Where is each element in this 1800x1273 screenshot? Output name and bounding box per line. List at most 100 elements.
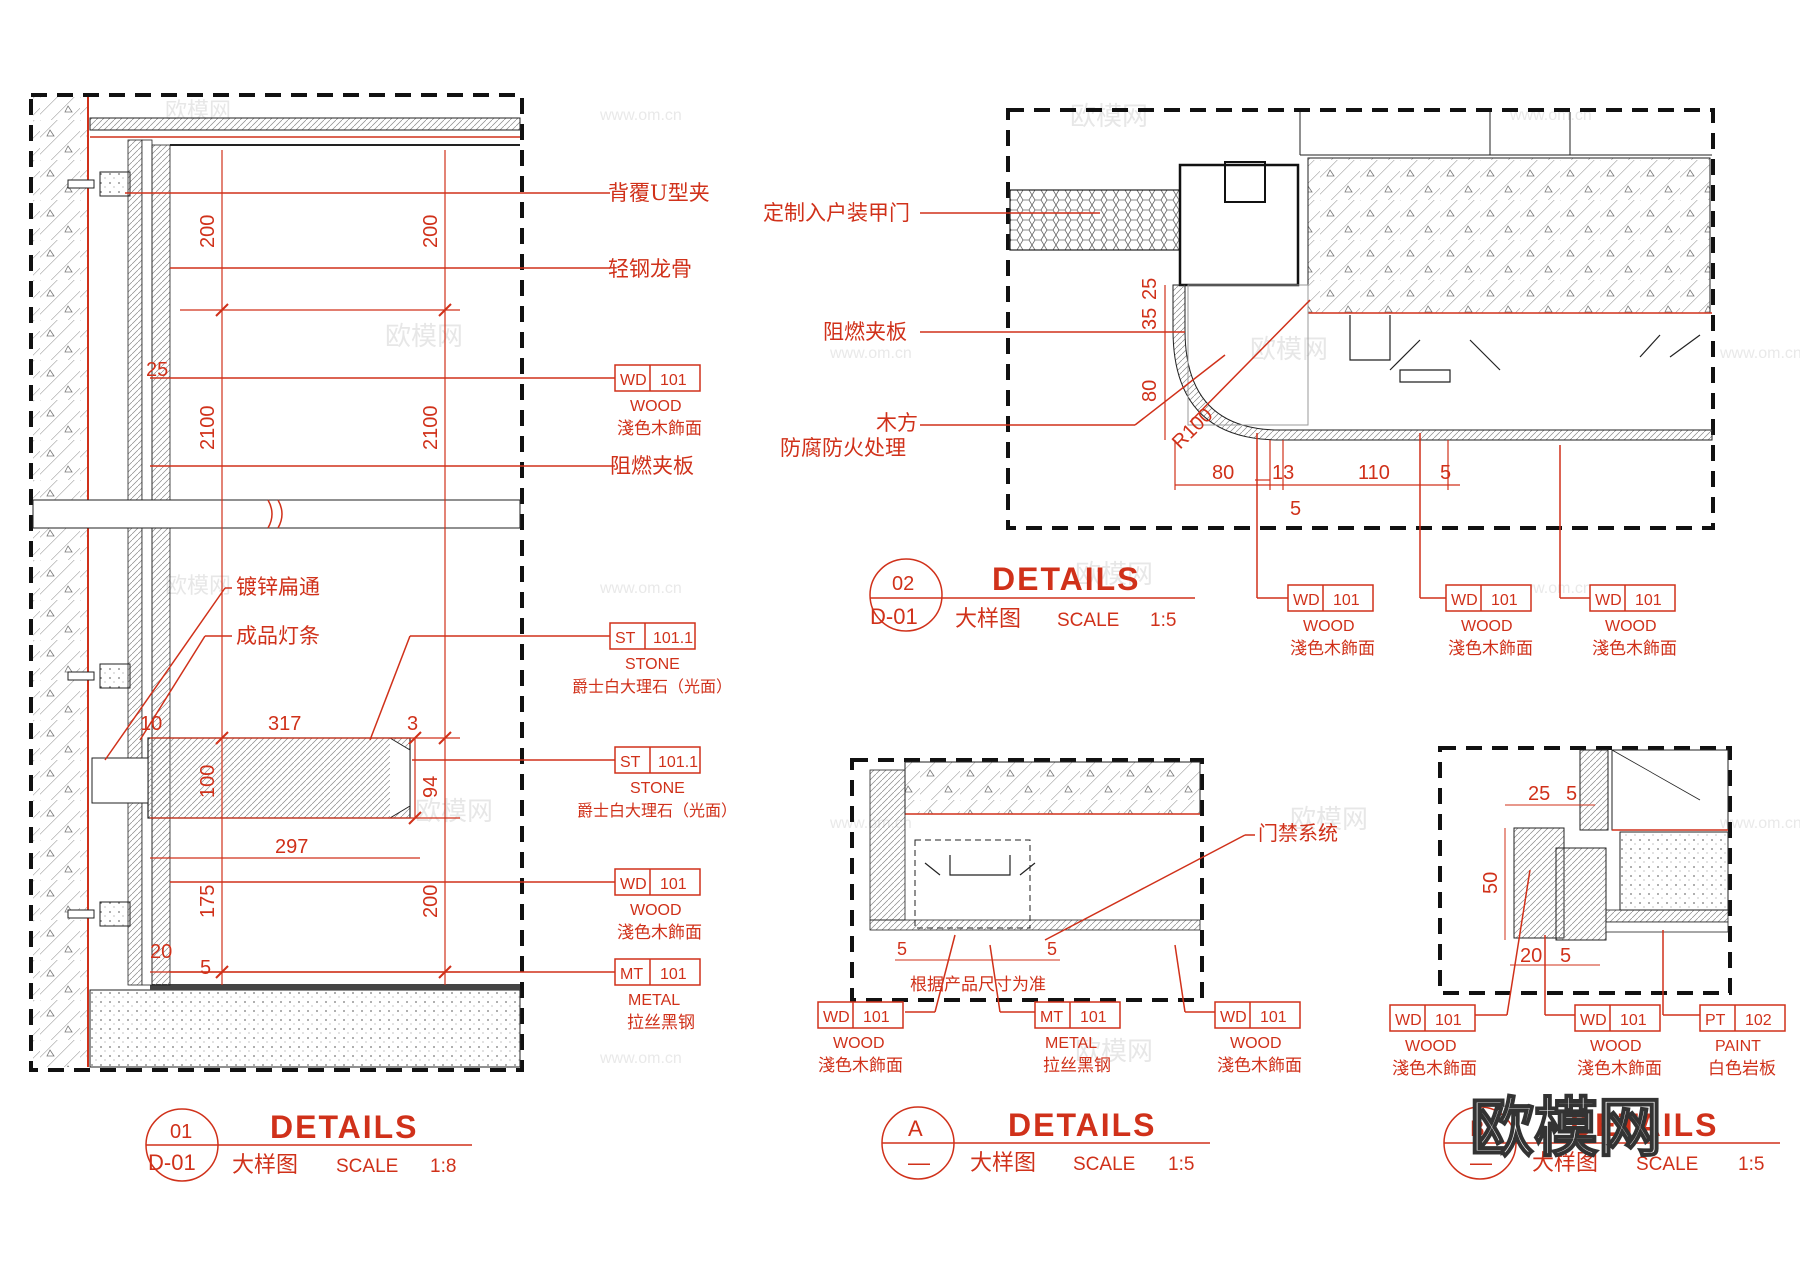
- svg-text:101: 101: [660, 876, 687, 893]
- svg-text:STONE: STONE: [625, 656, 680, 673]
- material-tag: WD 101 WOOD 淺色木飾面: [1389, 1004, 1477, 1079]
- svg-text:PT: PT: [1705, 1012, 1726, 1029]
- material-tag: WD 101 WOOD 淺色木飾面: [614, 364, 702, 439]
- svg-text:白色岩板: 白色岩板: [1708, 1059, 1776, 1079]
- watermark-brand: 欧模网: [1250, 335, 1328, 365]
- detail-01-frame: [29, 93, 524, 1072]
- svg-text:拉丝黑钢: 拉丝黑钢: [627, 1013, 695, 1033]
- svg-text:爵士白大理石（光面）: 爵士白大理石（光面）: [577, 801, 737, 820]
- svg-text:PAINT: PAINT: [1715, 1038, 1761, 1055]
- detail-b-frame: [1438, 746, 1732, 995]
- scale-value: 1:8: [430, 1156, 456, 1177]
- material-tag: ST 101.1 STONE 爵士白大理石（光面）: [577, 746, 737, 820]
- svg-text:淺色木飾面: 淺色木飾面: [617, 923, 702, 943]
- dim-5-right: 5: [1047, 939, 1057, 959]
- dim-35: 35: [1139, 308, 1161, 330]
- svg-text:WOOD: WOOD: [1605, 618, 1657, 635]
- detail-title: DETAILS: [1008, 1107, 1157, 1143]
- svg-text:101: 101: [1635, 592, 1662, 609]
- svg-text:WOOD: WOOD: [1461, 618, 1513, 635]
- svg-text:METAL: METAL: [1045, 1035, 1097, 1052]
- dim-5-bottom: 5: [1560, 945, 1571, 967]
- scale-label: SCALE: [1057, 610, 1119, 631]
- dim-20: 20: [1520, 945, 1542, 967]
- detail-01: 200 200 2100 2100 25 317 297 100 94 175 …: [29, 93, 737, 1182]
- dim-3: 3: [407, 713, 418, 735]
- detail-02-frame: [1006, 108, 1715, 530]
- svg-text:WD: WD: [1580, 1012, 1607, 1029]
- material-tag: MT 101 METAL 拉丝黑钢: [614, 958, 701, 1033]
- svg-text:101: 101: [863, 1009, 890, 1026]
- note-per-product-size: 根据产品尺寸为准: [910, 975, 1046, 995]
- dim-200-top-left: 200: [197, 215, 219, 248]
- svg-text:101: 101: [1333, 592, 1360, 609]
- watermark-brand: 欧模网: [165, 574, 231, 599]
- svg-text:101: 101: [1435, 1012, 1462, 1029]
- dim-80-horizontal: 80: [1212, 462, 1234, 484]
- brand-watermark-large: 欧模网: [1470, 1092, 1662, 1166]
- svg-text:101.1: 101.1: [658, 754, 698, 771]
- svg-text:WD: WD: [1451, 592, 1478, 609]
- svg-text:WOOD: WOOD: [1230, 1035, 1282, 1052]
- note-timber: 木方: [876, 411, 918, 435]
- svg-text:拉丝黑钢: 拉丝黑钢: [1043, 1056, 1111, 1076]
- sheet-ref: D-01: [148, 1150, 196, 1175]
- watermark-brand: 欧模网: [1290, 805, 1368, 835]
- detail-b: 25 5 50 20 5 WD 101 WOOD 淺色木飾面 WD 101 WO…: [1389, 746, 1786, 1180]
- watermark-site: www.om.cn: [1719, 815, 1800, 832]
- svg-text:淺色木飾面: 淺色木飾面: [1592, 639, 1677, 659]
- dim-110: 110: [1358, 462, 1390, 484]
- svg-text:101: 101: [1491, 592, 1518, 609]
- watermark-site: www.om.cn: [829, 345, 912, 362]
- svg-text:WD: WD: [1595, 592, 1622, 609]
- svg-text:爵士白大理石（光面）: 爵士白大理石（光面）: [572, 677, 732, 696]
- detail-02: 35 25 80 R100 80 13 110 5 5 定制入户装甲门 阻燃夹板…: [763, 108, 1715, 659]
- svg-text:STONE: STONE: [630, 780, 685, 797]
- svg-text:淺色木飾面: 淺色木飾面: [1217, 1056, 1302, 1076]
- note-treatment: 防腐防火处理: [780, 436, 906, 460]
- dim-5-right: 5: [1440, 462, 1451, 484]
- dim-25: 25: [146, 359, 168, 381]
- dim-200-top-right: 200: [420, 215, 442, 248]
- svg-text:WOOD: WOOD: [1590, 1038, 1642, 1055]
- svg-text:MT: MT: [620, 966, 643, 983]
- material-tag: WD 101 WOOD 淺色木飾面: [1214, 1001, 1302, 1076]
- dim-13: 13: [1272, 462, 1294, 484]
- svg-text:淺色木飾面: 淺色木飾面: [1290, 639, 1375, 659]
- detail-subtitle: 大样图: [955, 607, 1021, 632]
- sheet-ref: —: [1470, 1150, 1492, 1175]
- dim-297: 297: [275, 836, 308, 858]
- svg-text:WD: WD: [620, 372, 647, 389]
- note-fire-retardant-plywood: 阻燃夹板: [823, 320, 907, 344]
- svg-text:101: 101: [660, 966, 687, 983]
- svg-text:WOOD: WOOD: [833, 1035, 885, 1052]
- svg-text:WOOD: WOOD: [1303, 618, 1355, 635]
- note-light-steel-keel: 轻钢龙骨: [608, 257, 692, 281]
- detail-01-title-block: 01 D-01 DETAILS 大样图 SCALE 1:8: [145, 1108, 472, 1182]
- dim-2100-left: 2100: [197, 406, 219, 451]
- dim-175: 175: [197, 885, 219, 918]
- dim-20: 20: [150, 941, 172, 963]
- svg-text:MT: MT: [1040, 1009, 1063, 1026]
- dim-2100-right: 2100: [420, 406, 442, 451]
- detail-a-title-block: A — DETAILS 大样图 SCALE 1:5: [881, 1106, 1210, 1180]
- material-tag: WD 101 WOOD 淺色木飾面: [614, 868, 702, 943]
- detail-number: A: [908, 1116, 923, 1141]
- detail-title: DETAILS: [1570, 1107, 1719, 1143]
- detail-b-title-block: B — DETAILS 大样图 SCALE 1:5: [1443, 1106, 1780, 1180]
- scale-label: SCALE: [1636, 1154, 1698, 1175]
- material-tag: WD 101 WOOD 淺色木飾面: [1574, 1004, 1662, 1079]
- detail-number: 01: [170, 1121, 192, 1143]
- dim-25: 25: [1139, 278, 1161, 300]
- detail-subtitle: 大样图: [1532, 1151, 1598, 1176]
- material-tag: ST 101.1 STONE 爵士白大理石（光面）: [572, 622, 732, 696]
- detail-title: DETAILS: [270, 1109, 419, 1145]
- svg-text:WOOD: WOOD: [630, 902, 682, 919]
- detail-a-frame: [850, 758, 1204, 1002]
- svg-text:101: 101: [1080, 1009, 1107, 1026]
- svg-text:WOOD: WOOD: [1405, 1038, 1457, 1055]
- sheet-ref: —: [908, 1150, 930, 1175]
- note-security-door: 定制入户装甲门: [763, 201, 910, 225]
- note-galvanized-tube: 镀锌扁通: [236, 575, 320, 599]
- svg-text:ST: ST: [620, 754, 641, 771]
